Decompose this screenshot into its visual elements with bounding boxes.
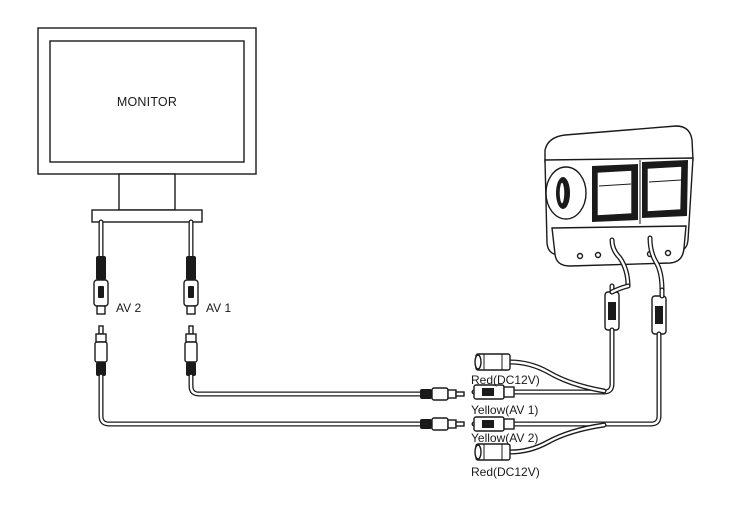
camera-lens-left [592,164,638,222]
yellow-av2-socket [473,416,515,432]
av2-extension-end-plug [420,417,465,431]
camera2-power-label: Red(DC12V) [471,465,540,479]
ferrite-right [651,295,667,335]
av1-extension-end-plug [420,387,465,401]
camera-cables [609,235,665,293]
yellow-av1-socket [473,384,515,400]
extension-cables [98,373,423,427]
monitor-leads [98,219,194,261]
monitor: MONITOR [37,27,257,223]
monitor-neck [118,173,176,211]
camera1-harness [471,327,615,395]
av2-extension-cable [98,373,423,427]
monitor-screen [49,40,245,163]
monitor-base [91,209,203,223]
av2-label: AV 2 [116,301,141,315]
camera-lens-right [642,160,688,218]
camera2-harness [471,331,662,455]
dc-socket-1 [474,353,511,371]
camera2-video-label: Yellow(AV 2) [471,431,538,445]
camera [544,125,694,267]
camera1-video-label: Yellow(AV 1) [471,403,538,417]
av1-extension-cable [188,373,423,397]
camera1-power-label: Red(DC12V) [471,373,540,387]
av2-monitor-connector [93,256,109,315]
monitor-label: MONITOR [117,95,177,109]
dc-socket-2 [474,443,511,461]
camera-housing [544,125,694,163]
av1-monitor-connector [183,256,199,315]
av1-label: AV 1 [206,301,231,315]
av1-extension-plug [184,325,198,376]
av2-extension-plug [94,325,108,376]
